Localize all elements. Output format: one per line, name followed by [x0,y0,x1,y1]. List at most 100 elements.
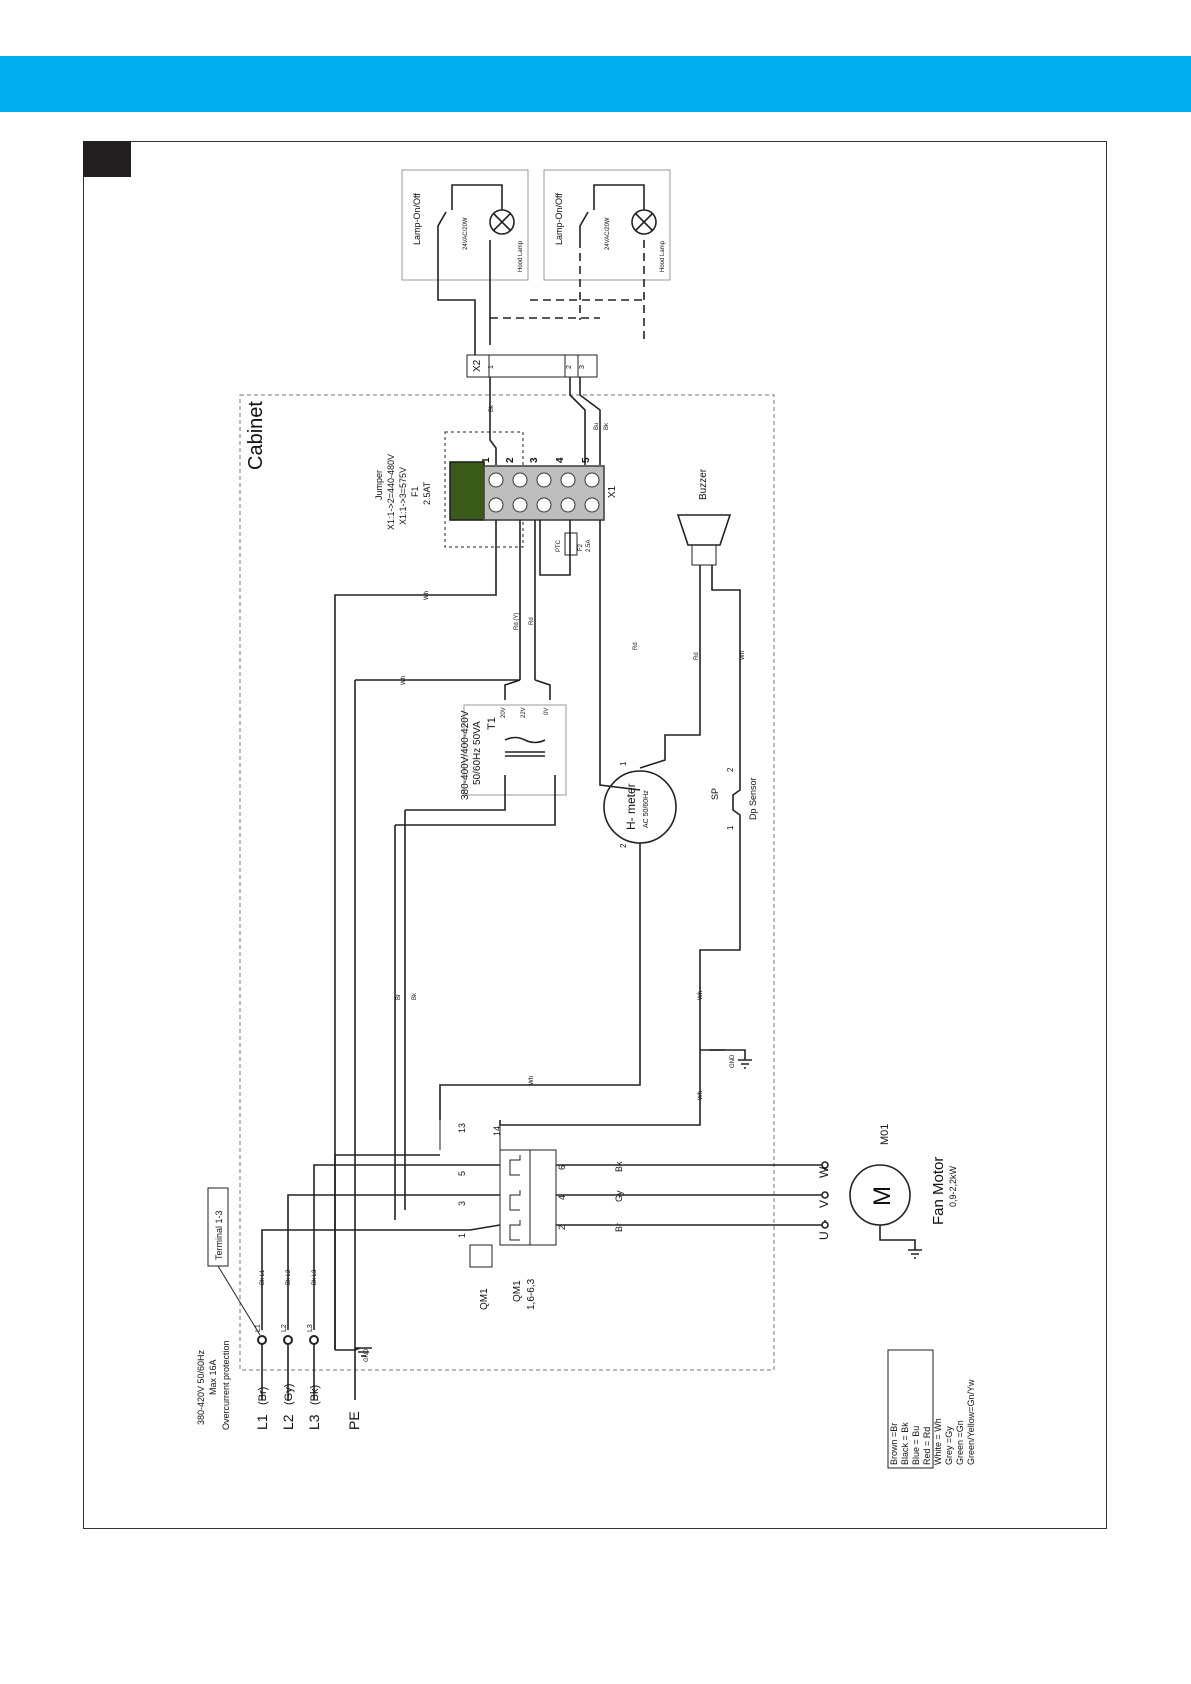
lamp-1-rating: 24VAC/20W [463,217,469,250]
wire-br-1: Br [396,994,402,1000]
lamp-2-switch-label: Lamp-On/Off [554,193,564,245]
wire-wh-1: Wh [424,591,430,600]
supply-l2: L2 [280,1414,296,1430]
legend-line-1: Brown =Br [889,1423,899,1465]
ptc-f2 [564,532,578,556]
breaker-top-pin-1: 1 [457,1233,467,1238]
motor-rating: 0,9-2,2kW [948,1165,958,1207]
supply-l3-small: L3 [307,1324,314,1332]
x2-label: X2 [472,359,483,372]
motor-wire-gy: Gy [614,1190,624,1202]
supply-l1: L1 [254,1414,270,1430]
supply-line-3: Overcurrent protection [221,1340,231,1430]
hmeter-pin-2: 2 [619,843,628,848]
motor-symbol: M [869,1186,896,1206]
header-bar [0,56,1191,112]
cabinet-outline [239,394,775,1371]
motor-wire-br: Br [614,1223,624,1232]
supply-pe: PE [346,1411,362,1430]
sensor-label: Dp Sensor [748,777,758,820]
breaker-bottom-pin-4: 4 [557,1195,567,1200]
ptc-label: PTC [556,539,562,552]
fuse-f1 [449,461,485,521]
jumper-line-5: 2.5AT [422,481,432,505]
supply-l3-color: (Bk) [309,1385,321,1405]
lamp-switch-2-icon [579,184,645,240]
lamp-2-rating: 24VAC/20W [605,217,611,250]
transformer-tap-1: 20V [501,707,507,718]
breaker-top-pin-13: 13 [457,1123,467,1133]
supply-l1-small: L1 [255,1324,262,1332]
buzzer-label: Buzzer [698,468,709,500]
wire-wh-3: Wh [740,651,746,660]
x1-pin-4: 4 [555,457,566,463]
supply-line-1: 380-420V 50/60Hz [196,1349,206,1425]
lamp-1-switch-label: Lamp-On/Off [412,193,422,245]
x1-pin-2: 2 [505,457,516,463]
gnd-label-supply: GND [364,1348,370,1362]
wire-bk-1: Bk [489,404,495,412]
wire-bk-3: Bk [412,992,418,1000]
diagram-frame [83,141,1107,1529]
lamp-unit-2-box [543,169,671,281]
x2-pin-3: 3 [579,365,586,369]
lamp-2-name: Hood Lamp [660,240,666,272]
x1-pin-1: 1 [481,457,492,463]
wire-rd-1: Rd [529,617,535,625]
supply-l1-color: (Br) [257,1387,269,1405]
transformer-rating-1: 380-400V/400-420V [460,710,471,800]
wire-wh-5: Wh [529,1076,535,1085]
cabinet-title: Cabinet [245,401,267,470]
dp-sensor-switch [699,780,741,1050]
x2-pin-1: 1 [488,365,495,369]
x1-label: X1 [607,485,618,498]
breaker-sub-2: 1,6-6,3 [526,1278,537,1310]
wire-rd-3: Rd [694,652,700,660]
supply-tag-l1: Bk L1 [260,1269,266,1285]
motor-id: M01 [879,1124,891,1145]
lamp-switch-1-icon [437,184,503,240]
page-tab [83,141,131,177]
supply-l2-color: (Gy) [283,1384,295,1405]
breaker-sub-1: QM1 [512,1280,523,1302]
supply-l3: L3 [306,1414,322,1430]
breaker-top-pin-5: 5 [457,1171,467,1176]
sensor-pin-2: 2 [726,767,735,772]
breaker-bottom-pin-14: 14 [492,1126,502,1136]
motor-terminal-v: V [817,1200,831,1208]
wire-rd-y: Rd (Y) [514,613,520,630]
wire-rd-2: Rd [633,642,639,650]
breaker-bottom-pin-6: 6 [557,1165,567,1170]
legend-line-5: White = Wh [933,1418,943,1465]
wire-wh-6: Wh [698,1091,704,1100]
jumper-line-3: X1:1->3=575V [398,467,408,525]
motor-terminal-w: W [817,1166,831,1178]
jumper-line-1: Jumper [374,470,384,500]
hmeter-sub: AC 50/60Hz [643,790,650,828]
ptc-rating: 2.5A [586,540,592,552]
x2-terminal-block [466,354,598,378]
legend-line-6: Grey =Gy [944,1426,954,1465]
breaker-label: QM1 [479,1288,490,1310]
sensor-pin-1: 1 [726,825,735,830]
breaker-bottom-pin-2: 2 [557,1225,567,1230]
motor-wire-bk: Bk [614,1161,624,1172]
transformer-rating-2: 50/60Hz 50VA [472,721,483,785]
wire-wh-4: Wh [698,991,704,1000]
legend-line-4: Red = Rd [922,1427,932,1465]
x1-pin-5: 5 [581,457,592,463]
x2-pin-2: 2 [566,365,573,369]
hmeter-pin-1: 1 [619,761,628,766]
transformer-label: T1 [486,717,498,730]
ptc-fuse: F2 [578,543,584,551]
jumper-line-4: F1 [410,486,420,497]
buzzer-icon [676,514,732,546]
legend-line-7: Green =Gn [955,1420,965,1465]
x1-pin-3: 3 [529,457,540,463]
supply-tag-l2: Bk L2 [286,1269,292,1285]
sensor-name: SP [710,788,720,800]
ground-icon [710,1049,752,1069]
legend-box [887,1349,934,1469]
jumper-line-2: X1:1->2=440-480V [386,454,396,530]
